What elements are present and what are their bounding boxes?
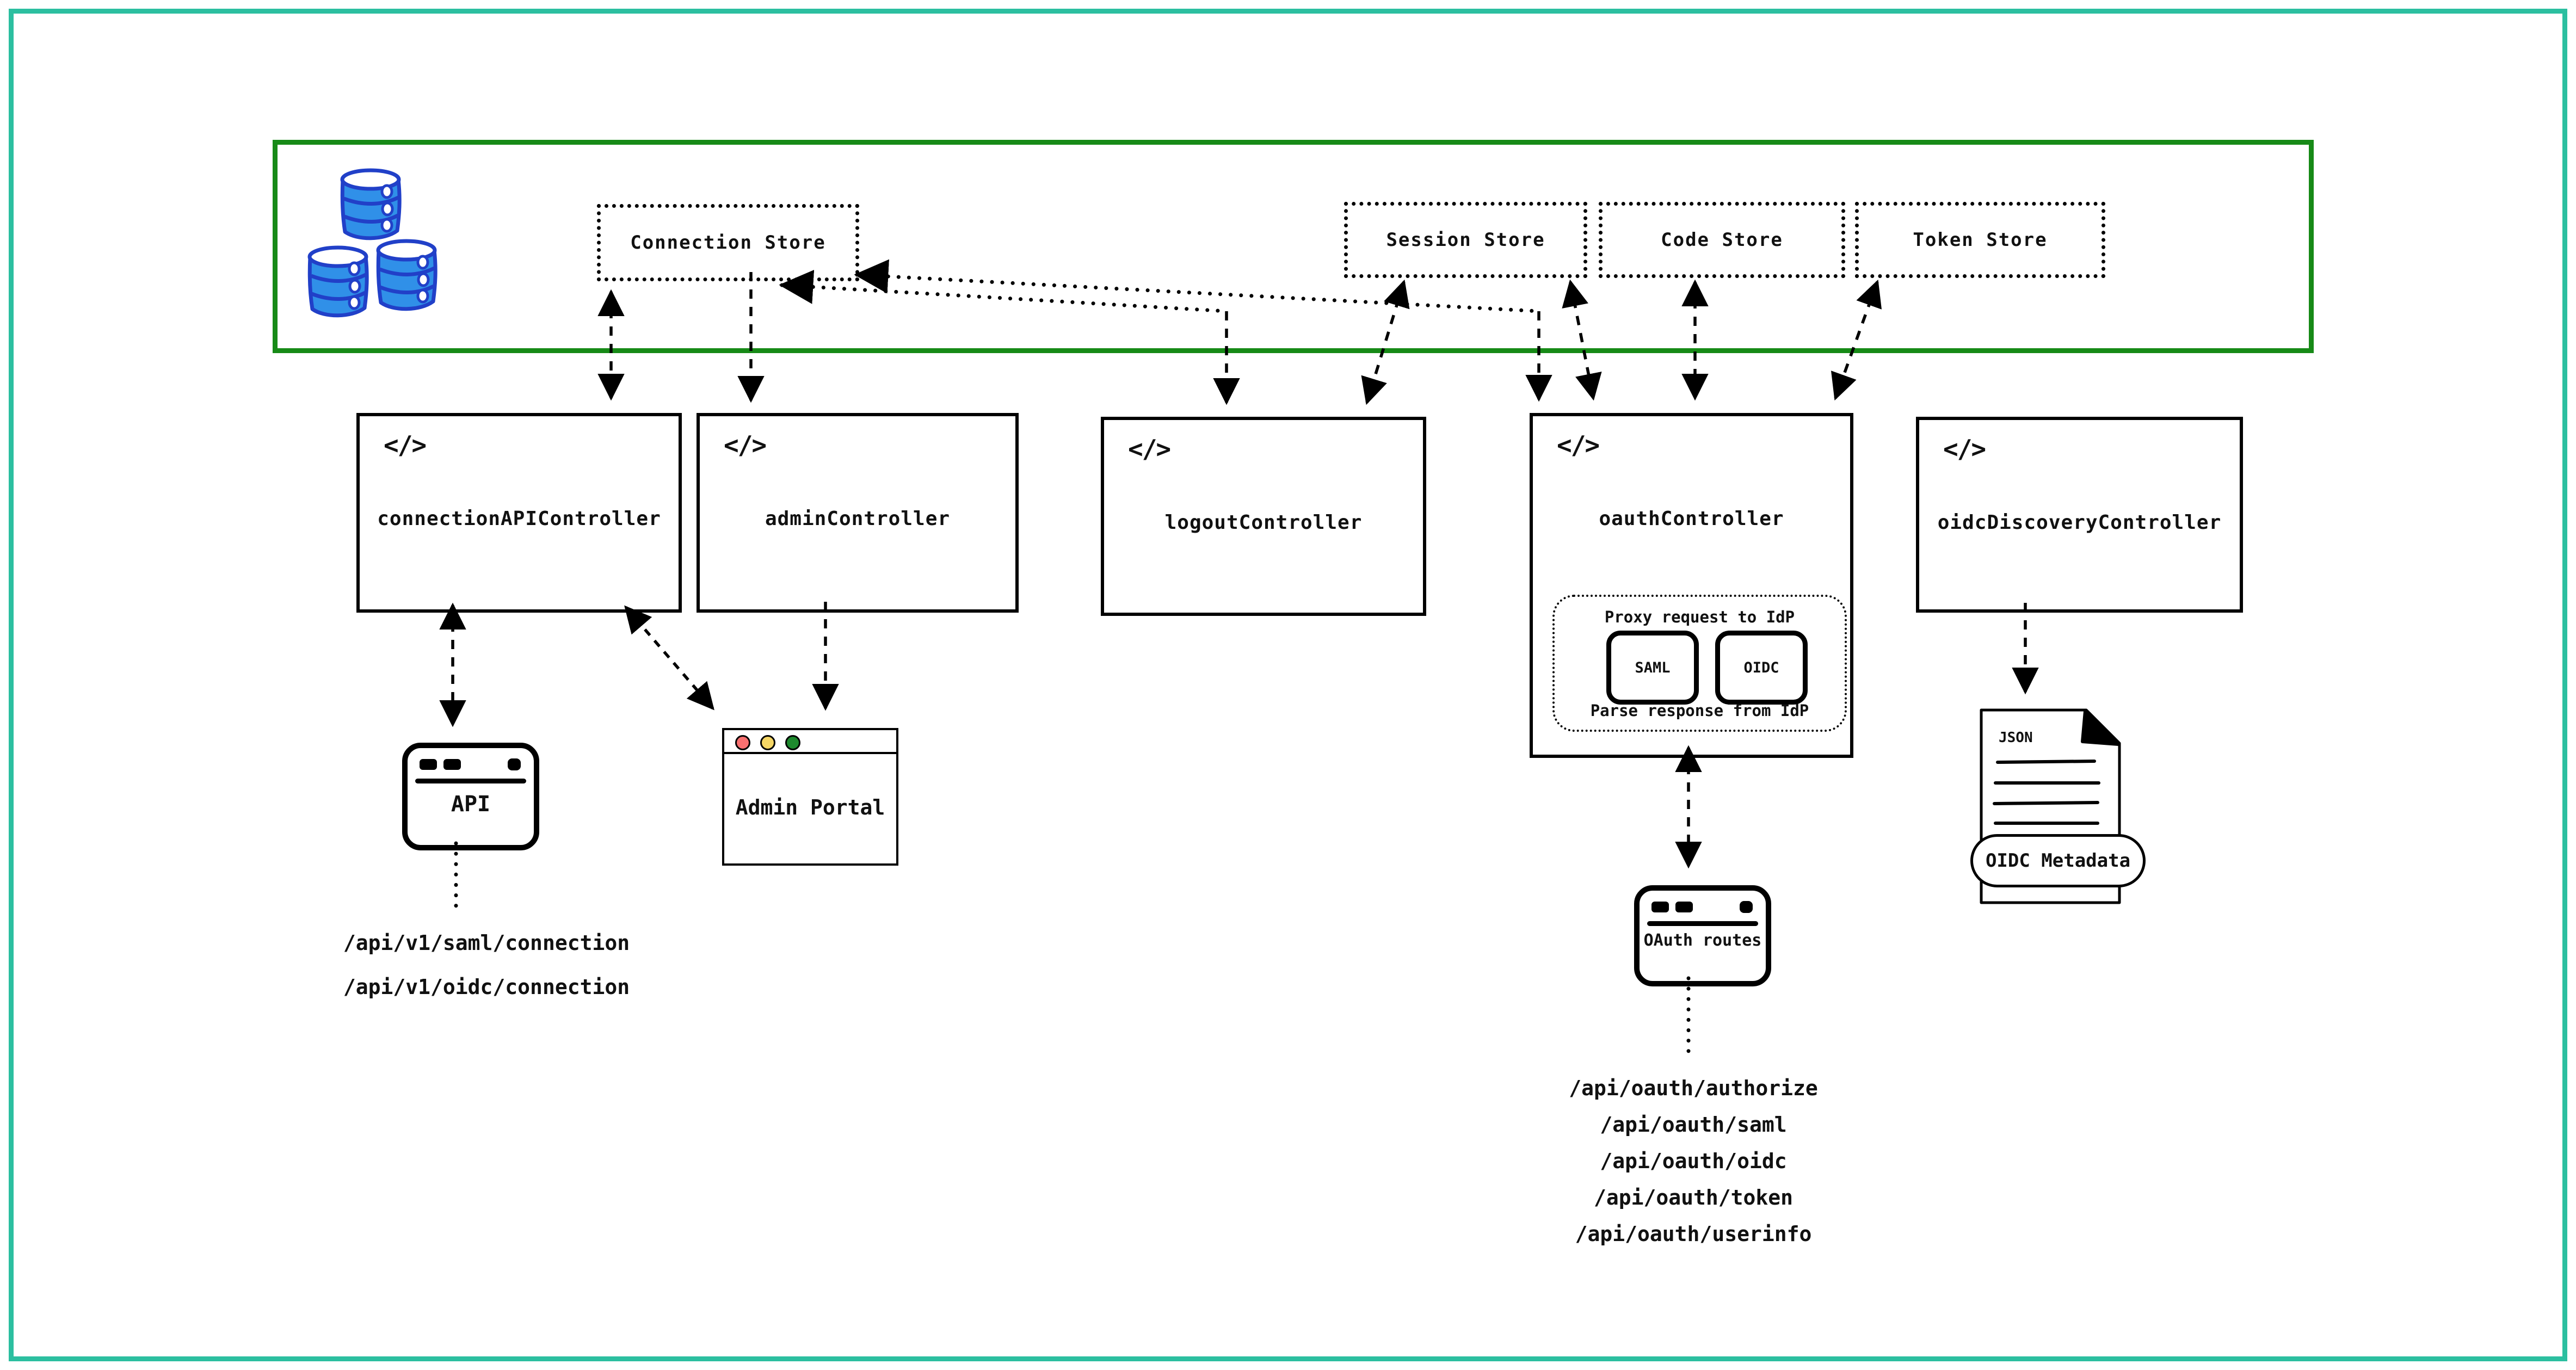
oidc-discovery-controller-box: </> oidcDiscoveryController — [1916, 417, 2243, 613]
oidc-discovery-controller-label: oidcDiscoveryController — [1937, 511, 2222, 534]
api-endpoint-path: /api/v1/oidc/connection — [343, 975, 630, 999]
code-icon: </> — [1557, 430, 1600, 460]
code-store-label: Code Store — [1661, 229, 1783, 251]
window-dot-icon — [443, 759, 461, 770]
window-dot-icon — [1651, 902, 1669, 912]
oauth-endpoint-list: /api/oauth/authorize /api/oauth/saml /ap… — [1523, 1070, 1864, 1252]
api-window-label: API — [451, 792, 491, 817]
oauth-controller-label: oauthController — [1599, 508, 1784, 530]
code-icon: </> — [384, 430, 427, 460]
oauth-endpoint-path: /api/oauth/authorize — [1569, 1076, 1818, 1100]
saml-chip: SAML — [1606, 631, 1699, 705]
oauth-controller-box: </> oauthController Proxy request to IdP… — [1530, 413, 1853, 758]
oauth-endpoint-path: /api/oauth/oidc — [1600, 1149, 1787, 1173]
admin-controller-label: adminController — [765, 508, 951, 530]
session-store-label: Session Store — [1386, 229, 1545, 251]
arrow-session-store-logout — [1361, 279, 1410, 405]
logout-controller-label: logoutController — [1164, 511, 1363, 534]
oauth-routes-label: OAuth routes — [1643, 931, 1762, 950]
oidc-metadata-label: OIDC Metadata — [1970, 834, 2146, 887]
admin-portal-window: Admin Portal — [722, 728, 898, 866]
arrow-oauth-connection-store-diagonal — [854, 259, 1541, 313]
window-toolbar-icon — [1647, 921, 1758, 926]
connection-api-controller-label: connectionAPIController — [377, 508, 661, 530]
connection-store-label: Connection Store — [630, 232, 826, 254]
code-store-box: Code Store — [1599, 202, 1845, 278]
oauth-endpoint-path: /api/oauth/token — [1593, 1186, 1794, 1209]
oauth-endpoint-path: /api/oauth/userinfo — [1575, 1222, 1812, 1246]
connection-api-controller-box: </> connectionAPIController — [356, 413, 682, 613]
code-icon: </> — [724, 430, 767, 460]
traffic-light-yellow-icon — [760, 735, 775, 750]
connection-store-box: Connection Store — [597, 204, 859, 281]
api-window-icon: API — [402, 743, 539, 850]
arrow-session-store-oauth — [1562, 279, 1602, 401]
traffic-light-green-icon — [785, 735, 800, 750]
oidc-chip-label: OIDC — [1743, 659, 1779, 676]
json-file-type-label: JSON — [1999, 730, 2033, 746]
idp-proxy-box: Proxy request to IdP SAML OIDC Parse res… — [1552, 595, 1847, 732]
arrow-logout-connection-store-diagonal — [779, 269, 1229, 313]
window-toolbar-icon — [415, 779, 526, 783]
session-store-box: Session Store — [1344, 202, 1587, 278]
idp-proxy-footer: Parse response from IdP — [1590, 701, 1809, 720]
window-dot-icon — [1675, 902, 1693, 912]
admin-controller-box: </> adminController — [697, 413, 1019, 613]
window-dot-icon — [508, 758, 521, 770]
oauth-routes-window-icon: OAuth routes — [1634, 885, 1771, 986]
arrow-connection-api-admin-portal — [624, 605, 714, 711]
token-store-box: Token Store — [1855, 202, 2105, 278]
admin-portal-titlebar — [724, 730, 896, 754]
oauth-endpoint-path: /api/oauth/saml — [1600, 1113, 1787, 1137]
code-icon: </> — [1128, 434, 1171, 464]
arrow-token-store-oauth — [1831, 279, 1882, 401]
idp-proxy-title: Proxy request to IdP — [1604, 608, 1795, 626]
window-dot-icon — [420, 759, 437, 770]
oidc-metadata-label-text: OIDC Metadata — [1985, 850, 2131, 872]
api-endpoint-path: /api/v1/saml/connection — [343, 931, 630, 955]
admin-portal-label: Admin Portal — [735, 795, 885, 819]
traffic-light-red-icon — [735, 735, 750, 750]
database-icon — [307, 168, 437, 318]
window-dot-icon — [1740, 901, 1753, 913]
logout-controller-box: </> logoutController — [1101, 417, 1426, 616]
oidc-chip: OIDC — [1715, 631, 1808, 705]
saml-chip-label: SAML — [1635, 659, 1671, 676]
token-store-label: Token Store — [1913, 229, 2048, 251]
code-icon: </> — [1943, 434, 1986, 464]
